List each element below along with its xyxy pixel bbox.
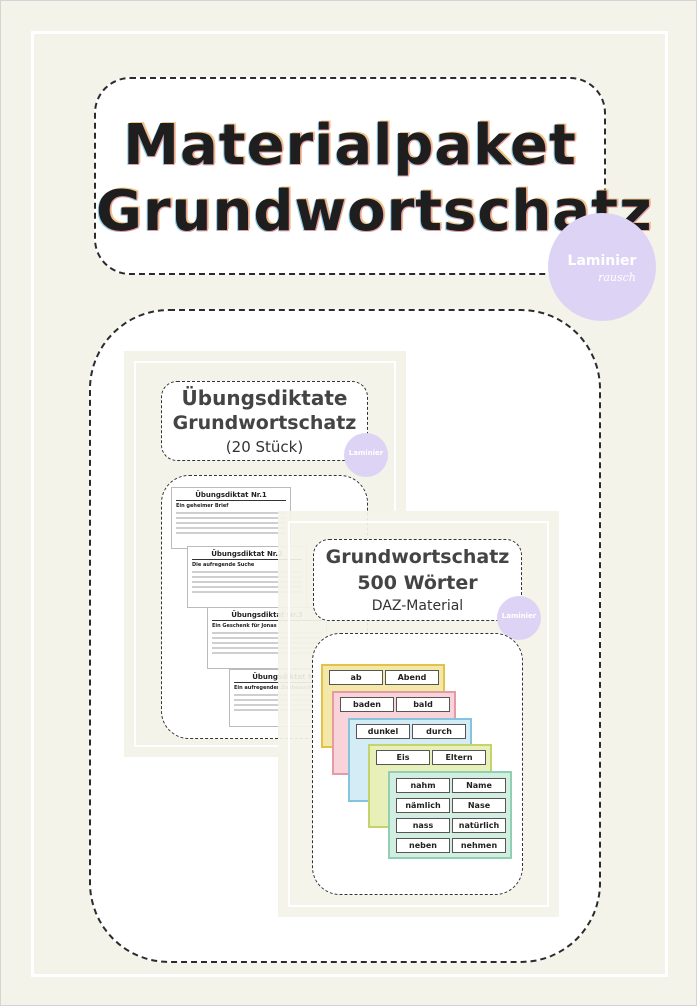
title-box: Materialpaket Grundwortschatz: [94, 77, 653, 275]
word-chip: natürlich: [452, 818, 506, 833]
sheet-subheading: Die aufregende Suche: [192, 562, 255, 568]
sheet-heading: Übungsdiktat Nr.1: [176, 491, 286, 501]
sheet-subheading: Ein geheimer Brief: [176, 503, 229, 509]
cover2-badge: Laminier: [497, 596, 541, 640]
word-chip: Eis: [376, 750, 430, 765]
cover1-badge: Laminier: [344, 433, 388, 477]
cover2-badge-label: Laminier: [501, 612, 537, 620]
cover2-title-2: 500 Wörter: [357, 572, 478, 594]
sheet-subheading: Ein aufregender Zoobesuch: [234, 685, 312, 691]
word-chip: Eltern: [432, 750, 486, 765]
word-chip: Nase: [452, 798, 506, 813]
sheet-heading: Übungsdiktat Nr.3: [212, 611, 322, 621]
word-chip: nehmen: [452, 838, 506, 853]
page-frame: [31, 31, 668, 977]
cover2-title-box: Grundwortschatz 500 Wörter DAZ-Material: [313, 539, 522, 621]
cover1-title-2: Grundwortschatz: [172, 412, 357, 434]
word-chip: nämlich: [396, 798, 450, 813]
dictation-sheet-1: Übungsdiktat Nr.1 Ein geheimer Brief: [171, 487, 291, 549]
word-chip: nahm: [396, 778, 450, 793]
word-chip: Name: [452, 778, 506, 793]
word-chip: Abend: [385, 670, 439, 685]
cover1-badge-label: Laminier: [348, 449, 384, 457]
sheet-heading: Übungsdiktat Nr.2: [192, 550, 302, 560]
word-chip: bald: [396, 697, 450, 712]
word-chip: dunkel: [356, 724, 410, 739]
cover1-subtitle: (20 Stück): [225, 438, 304, 456]
sheet-subheading: Ein Geschenk für Jonas: [212, 623, 277, 629]
title-line-2: Grundwortschatz: [96, 179, 653, 244]
cover1-title-1: Übungsdiktate: [181, 386, 348, 410]
cover1-title-box: Übungsdiktate Grundwortschatz (20 Stück): [161, 381, 368, 461]
laminier-badge: Laminier rausch: [548, 213, 656, 321]
word-chip: ab: [329, 670, 383, 685]
word-chip: baden: [340, 697, 394, 712]
word-card-n: nahm Name nämlich Nase nass natürlich ne…: [388, 771, 512, 859]
word-chip: durch: [412, 724, 466, 739]
word-chip: nass: [396, 818, 450, 833]
badge-brand: Laminier: [567, 253, 637, 269]
title-line-1: Materialpaket: [123, 113, 577, 178]
badge-sub: rausch: [598, 271, 636, 284]
cover2-title-1: Grundwortschatz: [325, 546, 510, 568]
cover2-subtitle: DAZ-Material: [371, 598, 464, 614]
word-chip: neben: [396, 838, 450, 853]
